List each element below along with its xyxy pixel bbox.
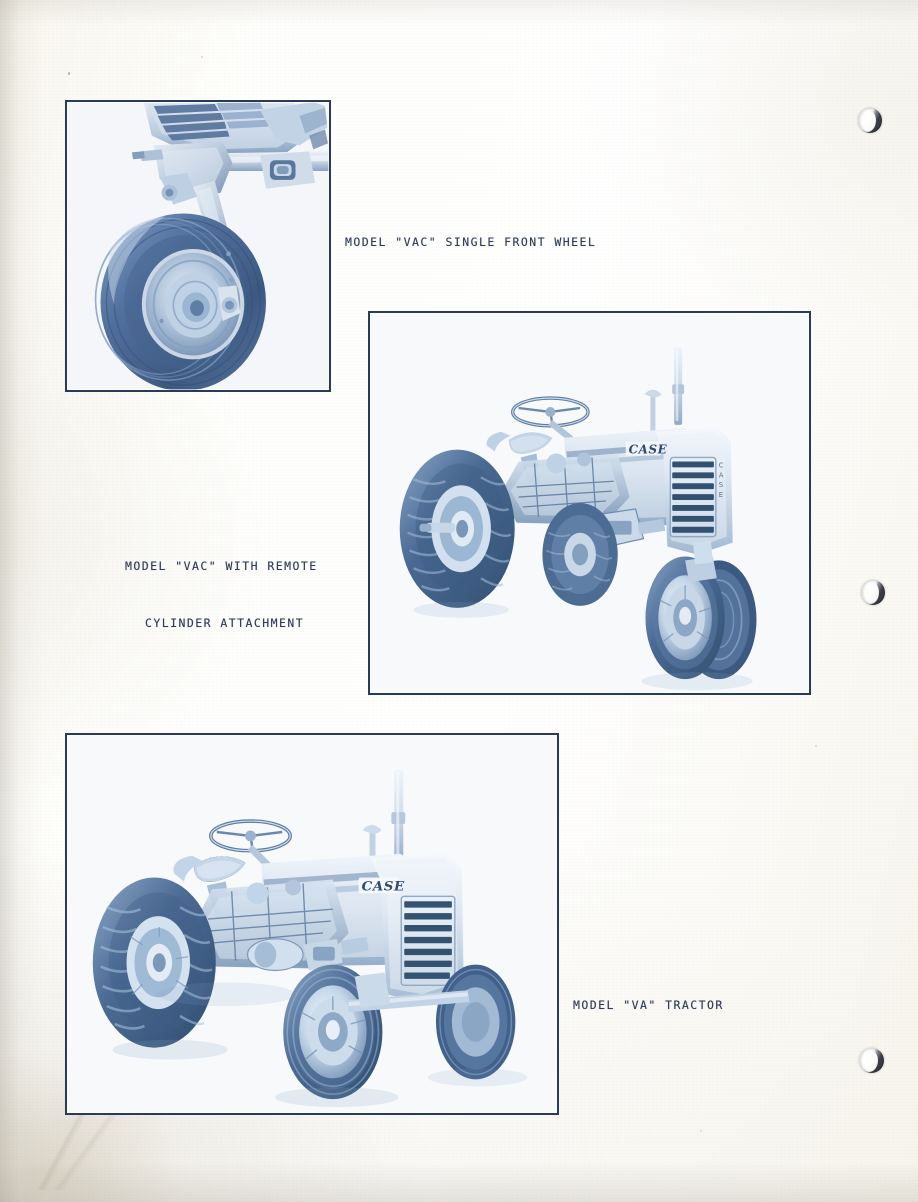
caption-single-front-wheel: MODEL "VAC" SINGLE FRONT WHEEL (345, 195, 596, 290)
va-tractor-artwork: CASE (67, 735, 557, 1113)
caption-line: CYLINDER ATTACHMENT (145, 616, 305, 630)
svg-text:S: S (719, 481, 724, 489)
caption-vac-remote-cylinder: MODEL "VAC" WITH REMOTE CYLINDER ATTACHM… (125, 519, 318, 671)
figure-frame-single-front-wheel (65, 100, 331, 392)
figure-frame-va-tractor: CASE (65, 733, 559, 1115)
svg-text:CASE: CASE (362, 878, 405, 894)
punch-hole-top-inner (859, 109, 876, 132)
caption-line: MODEL "VAC" WITH REMOTE (125, 559, 318, 573)
punch-hole-top (858, 108, 882, 133)
punch-hole-middle-inner (862, 581, 879, 604)
vac-tractor-artwork: CASE CA SE (370, 313, 809, 693)
caption-va-tractor: MODEL "VA" TRACTOR (573, 958, 724, 1053)
single-front-wheel-artwork (67, 102, 329, 390)
svg-text:A: A (719, 471, 724, 479)
photo-single-front-wheel (67, 102, 329, 390)
punch-hole-bottom (859, 1048, 884, 1073)
svg-text:E: E (719, 491, 723, 499)
photo-va-tractor: CASE (67, 735, 557, 1113)
svg-text:CASE: CASE (629, 443, 668, 457)
caption-line: MODEL "VA" TRACTOR (573, 998, 724, 1012)
punch-hole-middle (861, 580, 885, 605)
punch-hole-bottom-inner (860, 1049, 878, 1072)
caption-line: MODEL "VAC" SINGLE FRONT WHEEL (345, 235, 597, 249)
svg-text:C: C (719, 461, 724, 469)
